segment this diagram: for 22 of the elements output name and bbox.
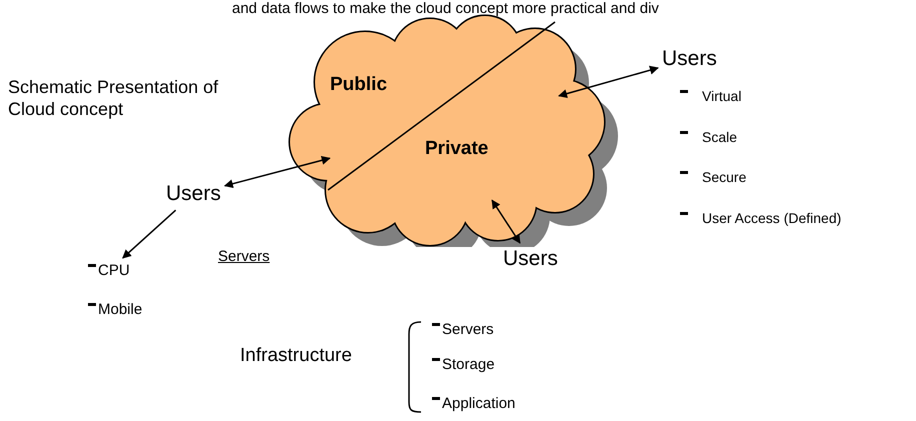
text-label: Servers bbox=[218, 248, 270, 266]
arrow bbox=[224, 156, 331, 188]
node-label: CPU bbox=[88, 262, 130, 280]
node-label: Users bbox=[662, 47, 717, 72]
arrow bbox=[558, 66, 659, 98]
text-label: Storage bbox=[432, 356, 495, 374]
cloud-section-label: Private bbox=[425, 138, 488, 160]
arrow bbox=[122, 210, 176, 259]
text-label: Infrastructure bbox=[240, 345, 352, 368]
cloud-section-label: Public bbox=[330, 74, 388, 96]
text-label: Secure bbox=[680, 169, 746, 186]
arrow bbox=[491, 200, 521, 244]
text-label: User Access (Defined) bbox=[680, 210, 842, 227]
text-label: and data flows to make the cloud concept more practical and div bbox=[232, 0, 659, 18]
text-label: Virtual bbox=[680, 88, 742, 105]
text-label: Mobile bbox=[88, 301, 142, 319]
node-label: Users bbox=[166, 182, 221, 206]
text-label: Application bbox=[432, 395, 516, 413]
text-label: Scale bbox=[680, 129, 738, 146]
text-label: Schematic Presentation of Cloud concept bbox=[8, 77, 220, 120]
text-label: Servers bbox=[432, 321, 494, 339]
node-label: Users bbox=[503, 247, 558, 272]
